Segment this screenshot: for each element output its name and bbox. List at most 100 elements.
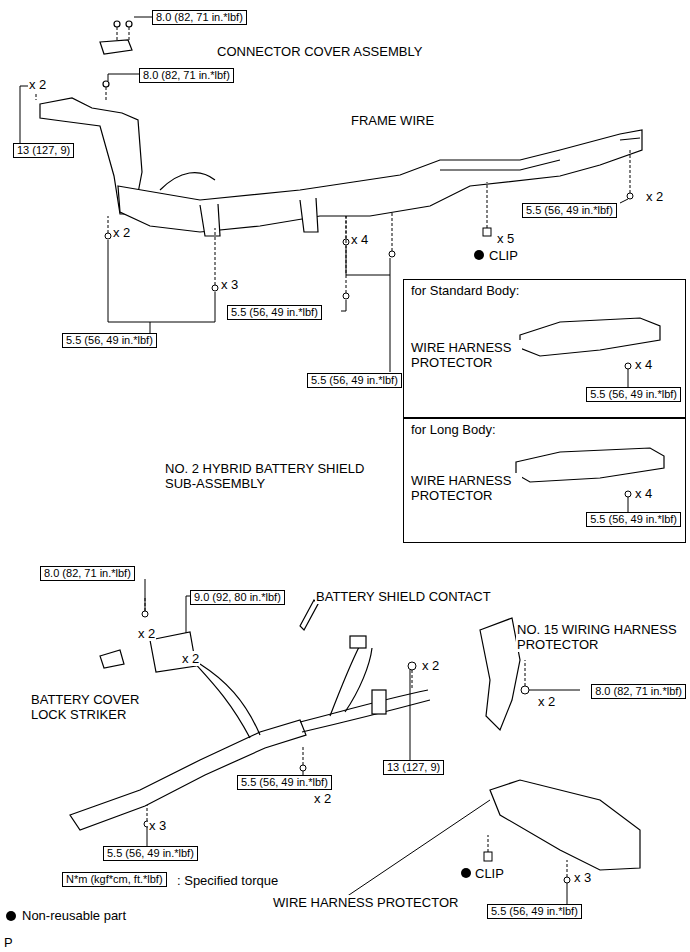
wire-harness-protector	[490, 780, 640, 870]
quantity: x 4	[634, 357, 653, 372]
torque-value: 5.5 (56, 49 in.*lbf)	[241, 776, 328, 788]
quantity: x 5	[496, 231, 515, 246]
hybrid-battery-harness	[100, 650, 124, 668]
connector-cover	[103, 81, 109, 87]
frame-wire	[300, 198, 318, 232]
torque-box: 5.5 (56, 49 in.*lbf)	[103, 846, 198, 861]
torque-value: 5.5 (56, 49 in.*lbf)	[107, 847, 194, 859]
torque-value: 5.5 (56, 49 in.*lbf)	[526, 204, 613, 216]
hybrid-battery-harness	[192, 660, 260, 738]
legend-text: Non-reusable part	[22, 908, 126, 923]
non-reusable-dot	[474, 250, 484, 260]
torque-value: 9.0 (92, 80 in.*lbf)	[194, 591, 281, 603]
dash-line	[36, 27, 630, 877]
leader-line	[340, 800, 490, 901]
quantity: x 2	[112, 225, 131, 240]
non-reusable-dot	[6, 911, 16, 921]
quantity: x 2	[645, 189, 664, 204]
quantity: x 3	[573, 870, 592, 885]
variant-panel: for Standard Body:WIRE HARNESS PROTECTOR…	[403, 279, 686, 418]
leader-line	[20, 17, 152, 143]
non-reusable-dot	[461, 868, 471, 878]
fastener	[343, 293, 349, 299]
torque-box: 5.5 (56, 49 in.*lbf)	[62, 333, 157, 348]
frame-wire	[118, 130, 642, 232]
torque-box: 5.5 (56, 49 in.*lbf)	[237, 775, 332, 790]
quantity: x 2	[181, 651, 200, 666]
fastener	[300, 765, 306, 771]
torque-value: 8.0 (82, 71 in.*lbf)	[44, 567, 131, 579]
wire-harness-protector	[480, 618, 520, 730]
torque-box: N*m (kgf*cm, ft.*lbf)	[62, 872, 167, 887]
hybrid-battery-harness	[330, 645, 372, 716]
torque-box: 5.5 (56, 49 in.*lbf)	[586, 512, 681, 527]
torque-box: 8.0 (82, 71 in.*lbf)	[152, 10, 247, 25]
fastener	[105, 233, 111, 239]
part-name: CLIP	[488, 248, 519, 263]
torque-value: 5.5 (56, 49 in.*lbf)	[231, 306, 318, 318]
variant-panel: for Long Body: WIRE HARNESS PROTECTOR 5.5 …	[403, 418, 686, 543]
legend-item: Non-reusable part	[4, 908, 126, 923]
quantity: x 2	[537, 694, 556, 709]
panel-heading: for Long Body:	[410, 422, 497, 437]
torque-box: 8.0 (82, 71 in.*lbf)	[40, 566, 135, 581]
torque-value: 13 (127, 9)	[17, 144, 70, 156]
quantity: x 3	[148, 818, 167, 833]
connector-cover	[33, 21, 132, 89]
part-name: FRAME WIRE	[350, 113, 435, 128]
wire-harness-protector	[516, 448, 664, 482]
frame-wire	[200, 204, 220, 236]
part-name: BATTERY COVER LOCK STRIKER	[30, 692, 150, 722]
fastener	[484, 852, 492, 861]
torque-value: 8.0 (82, 71 in.*lbf)	[156, 11, 243, 23]
fastener	[408, 662, 416, 670]
torque-value: 5.5 (56, 49 in.*lbf)	[66, 334, 153, 346]
part-name: BATTERY SHIELD CONTACT	[315, 589, 492, 604]
leader-line	[620, 199, 628, 203]
connector-cover	[126, 21, 132, 27]
quantity: x 2	[28, 77, 47, 92]
leader-line	[108, 240, 215, 333]
torque-box: 5.5 (56, 49 in.*lbf)	[487, 904, 582, 919]
frame-wire	[440, 160, 560, 170]
hybrid-battery-harness	[300, 600, 318, 630]
part-name: WIRE HARNESS PROTECTOR	[272, 895, 459, 910]
frame-wire	[40, 98, 642, 236]
quantity: x 3	[220, 277, 239, 292]
torque-value: 8.0 (82, 71 in.*lbf)	[143, 69, 230, 81]
torque-value: 5.5 (56, 49 in.*lbf)	[590, 513, 677, 525]
torque-box: 13 (127, 9)	[13, 143, 74, 158]
torque-value: 5.5 (56, 49 in.*lbf)	[590, 388, 677, 400]
panel-heading: for Standard Body:	[410, 283, 520, 298]
part-name: NO. 2 HYBRID BATTERY SHIELD SUB-ASSEMBLY	[164, 461, 391, 491]
part-name: : Specified torque	[176, 873, 279, 888]
leader-line	[346, 246, 390, 372]
fastener	[521, 686, 529, 694]
wire-harness-protector	[520, 318, 660, 356]
part-name: CLIP	[474, 866, 505, 881]
torque-value: 5.5 (56, 49 in.*lbf)	[491, 905, 578, 917]
quantity: x 2	[421, 658, 440, 673]
part-name: NO. 15 WIRING HARNESS PROTECTOR	[516, 622, 688, 652]
fastener	[627, 193, 633, 199]
torque-box: 5.5 (56, 49 in.*lbf)	[307, 373, 402, 388]
fastener	[625, 491, 631, 497]
connector-cover	[100, 40, 132, 54]
torque-value: 5.5 (56, 49 in.*lbf)	[311, 374, 398, 386]
part-name: WIRE HARNESS PROTECTOR	[410, 473, 522, 503]
dash-line	[36, 27, 630, 293]
fastener	[212, 285, 218, 291]
frame-wire	[620, 138, 640, 140]
quantity: x 2	[137, 626, 156, 641]
part-name: CONNECTOR COVER ASSEMBLY	[216, 44, 423, 59]
frame-wire	[160, 173, 215, 190]
connector-cover	[114, 21, 120, 27]
hybrid-battery-harness	[300, 690, 430, 732]
torque-box: 8.0 (82, 71 in.*lbf)	[139, 68, 234, 83]
torque-value: 8.0 (82, 71 in.*lbf)	[595, 685, 682, 697]
hybrid-battery-harness	[350, 636, 366, 648]
legend-swatch	[4, 909, 18, 923]
fastener	[625, 363, 631, 369]
torque-box: 5.5 (56, 49 in.*lbf)	[586, 387, 681, 402]
